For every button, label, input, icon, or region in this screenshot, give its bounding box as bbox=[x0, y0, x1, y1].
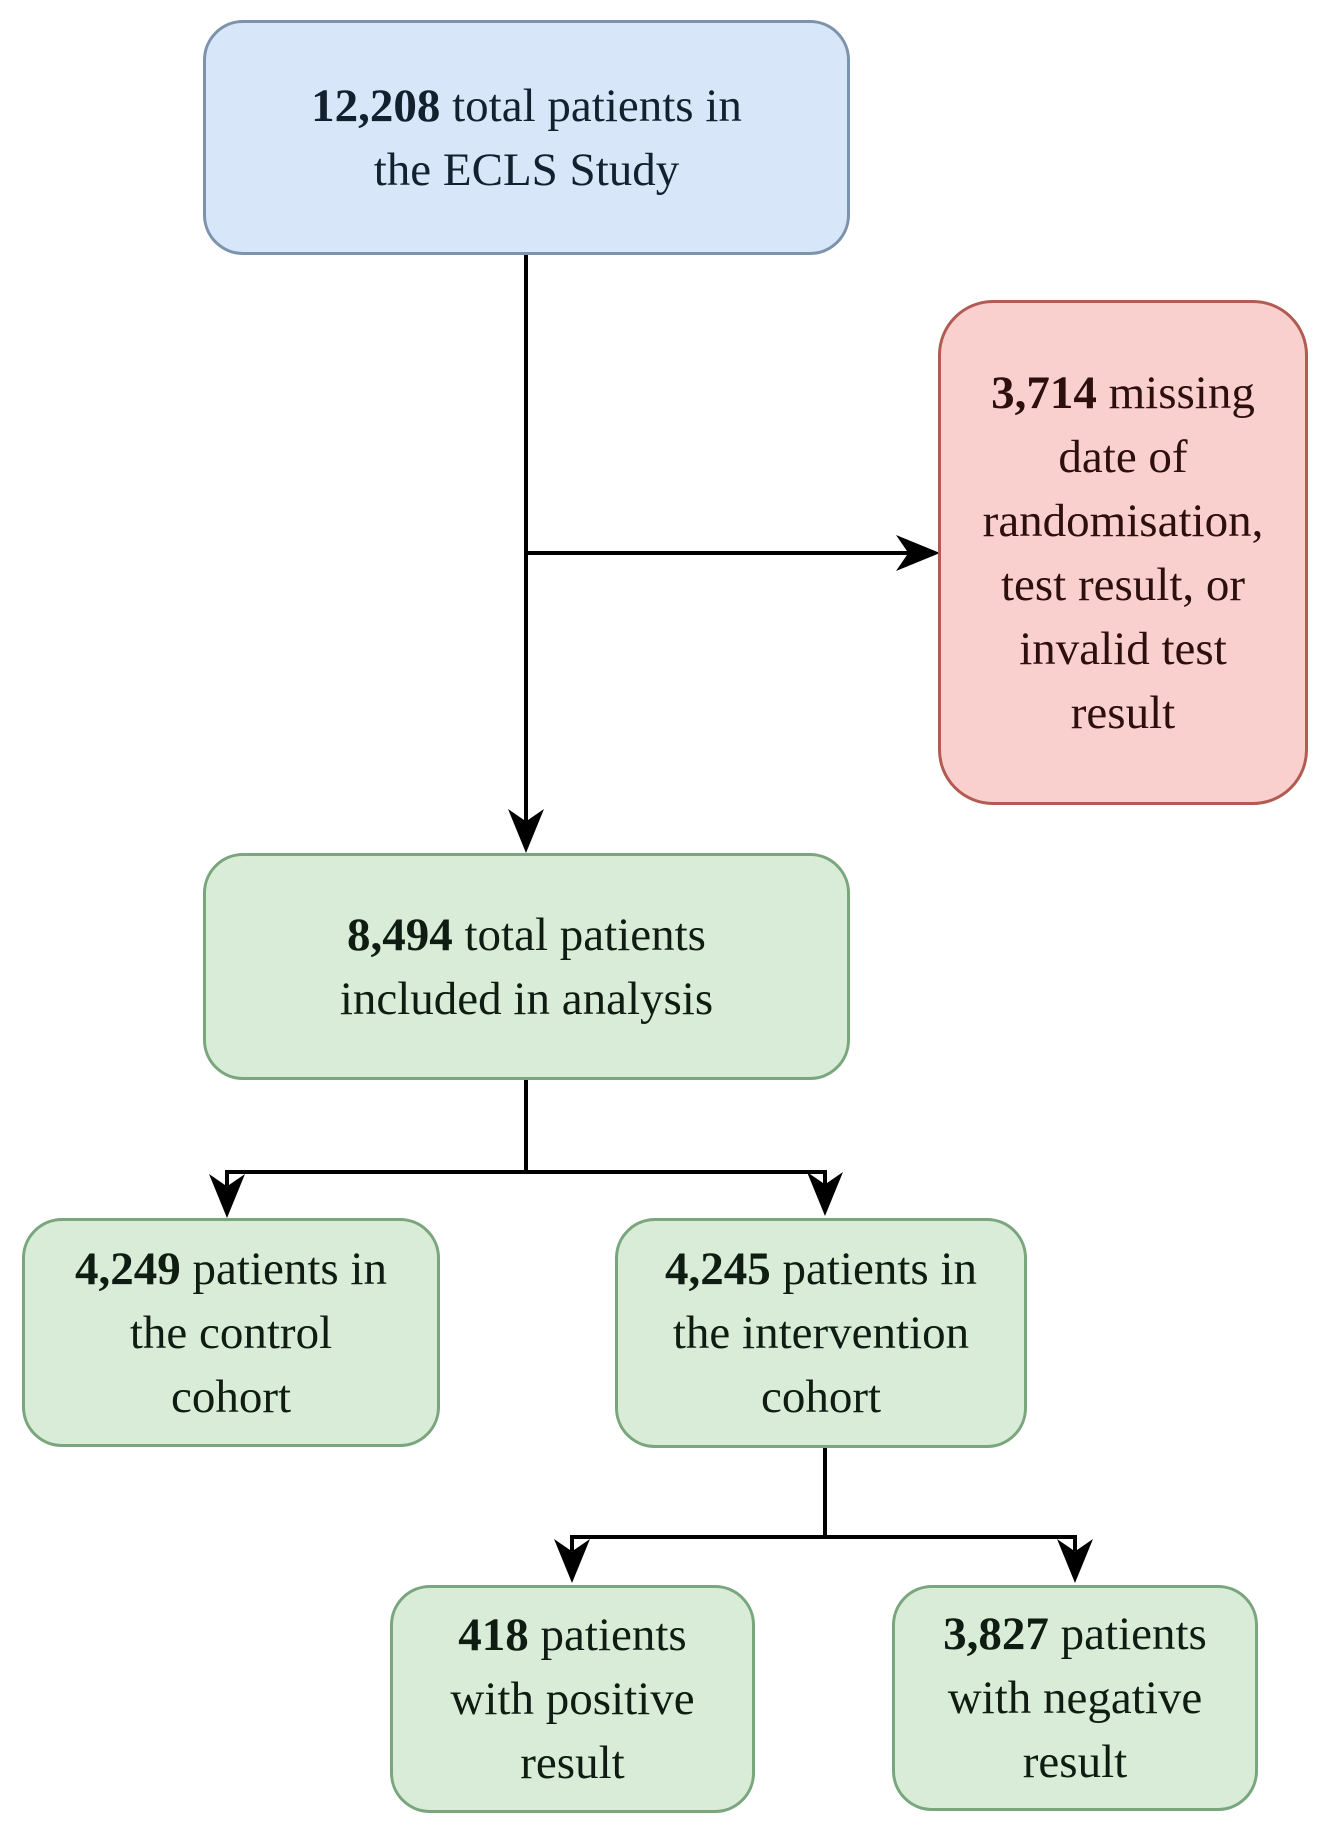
intervention-cohort-box: 4,245 patients in the intervention cohor… bbox=[615, 1218, 1027, 1448]
excluded-box: 3,714 missing date of randomisation, tes… bbox=[938, 300, 1308, 805]
included-analysis-text: 8,494 total patients included in analysi… bbox=[339, 908, 714, 1025]
connector-included-to-control-stub bbox=[225, 1170, 229, 1186]
connector-intervention-to-positive-stub bbox=[570, 1535, 574, 1551]
control-count: 4,249 bbox=[75, 1242, 181, 1295]
study-total-count: 12,208 bbox=[311, 79, 441, 132]
negative-result-text: 3,827 patients with negative result bbox=[943, 1608, 1207, 1788]
connector-study-to-included bbox=[524, 255, 528, 825]
connector-intervention-split-bar bbox=[570, 1535, 1077, 1539]
control-cohort-box: 4,249 patients in the control cohort bbox=[22, 1218, 440, 1447]
connector-intervention-to-negative-stub bbox=[1073, 1535, 1077, 1551]
connector-included-split-stem bbox=[524, 1080, 528, 1174]
intervention-cohort-text: 4,245 patients in the intervention cohor… bbox=[665, 1243, 977, 1423]
excluded-text: 3,714 missing date of randomisation, tes… bbox=[982, 366, 1264, 739]
study-total-text: 12,208 total patients in the ECLS Study bbox=[311, 79, 742, 196]
excluded-count: 3,714 bbox=[991, 366, 1097, 419]
connector-included-to-intervention-stub bbox=[823, 1170, 827, 1186]
connector-study-to-excluded bbox=[526, 551, 910, 555]
connector-intervention-split-stem bbox=[823, 1448, 827, 1539]
intervention-count: 4,245 bbox=[665, 1243, 771, 1295]
included-count: 8,494 bbox=[347, 908, 453, 961]
included-analysis-box: 8,494 total patients included in analysi… bbox=[203, 853, 850, 1080]
negative-result-box: 3,827 patients with negative result bbox=[892, 1585, 1258, 1811]
study-total-box: 12,208 total patients in the ECLS Study bbox=[203, 20, 850, 255]
control-cohort-text: 4,249 patients in the control cohort bbox=[75, 1242, 387, 1423]
positive-count: 418 bbox=[458, 1609, 529, 1661]
connector-included-split-bar bbox=[225, 1170, 827, 1174]
positive-result-box: 418 patients with positive result bbox=[390, 1585, 755, 1813]
positive-result-text: 418 patients with positive result bbox=[450, 1609, 695, 1789]
negative-count: 3,827 bbox=[943, 1608, 1049, 1660]
